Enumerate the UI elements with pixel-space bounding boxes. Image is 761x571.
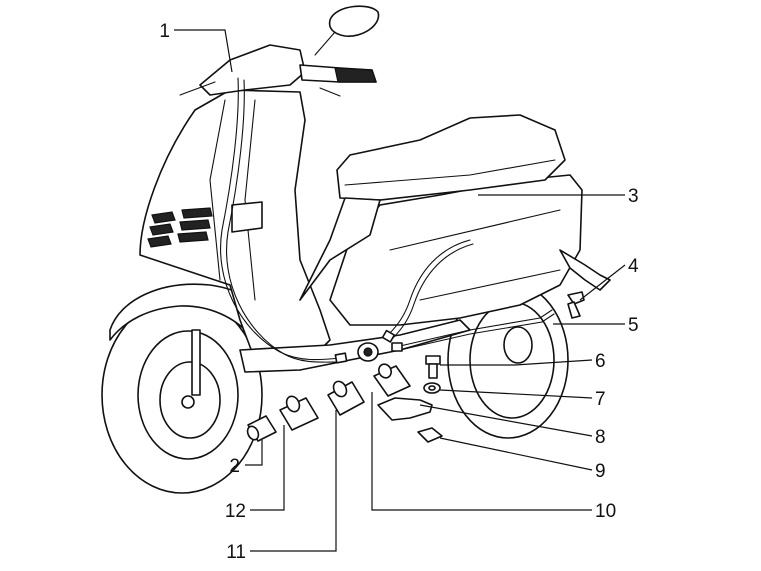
- callout-2: 2: [229, 456, 240, 477]
- callout-11: 11: [226, 542, 246, 563]
- mirror: [314, 5, 380, 56]
- rear-tail: [559, 249, 611, 291]
- callout-12: 12: [225, 501, 246, 522]
- cable-3: [381, 239, 474, 343]
- leader-lines: [174, 29, 626, 552]
- callout-4: 4: [628, 256, 639, 277]
- callout-6: 6: [595, 351, 606, 372]
- part-10-adjuster: [373, 363, 411, 397]
- part-8-bracket: [377, 397, 433, 421]
- part-9-clip: [417, 427, 443, 443]
- part-11-sleeve: [327, 380, 365, 416]
- part-4-bolt: [567, 291, 585, 319]
- part-6-screw: [425, 355, 441, 379]
- front-fork: [191, 329, 201, 396]
- callout-8: 8: [595, 427, 606, 448]
- grommet: [357, 342, 379, 362]
- callout-1: 1: [159, 21, 170, 42]
- front-wheel: [101, 296, 263, 494]
- callout-3: 3: [628, 186, 639, 207]
- cable-5: [391, 309, 555, 352]
- callout-7: 7: [595, 389, 606, 410]
- callout-5: 5: [628, 315, 639, 336]
- part-2-cap: [246, 415, 277, 442]
- part-7-washer: [423, 382, 441, 394]
- handlebar: [179, 44, 377, 97]
- callout-9: 9: [595, 461, 606, 482]
- part-12-boot: [279, 395, 319, 431]
- callout-10: 10: [595, 501, 616, 522]
- callout-labels: 1 2 3 4 5 6 7 8 9 10 11 12: [159, 21, 639, 563]
- rear-body-panel: [329, 174, 583, 326]
- rear-wheel: [447, 281, 569, 439]
- cable-1: [220, 77, 348, 364]
